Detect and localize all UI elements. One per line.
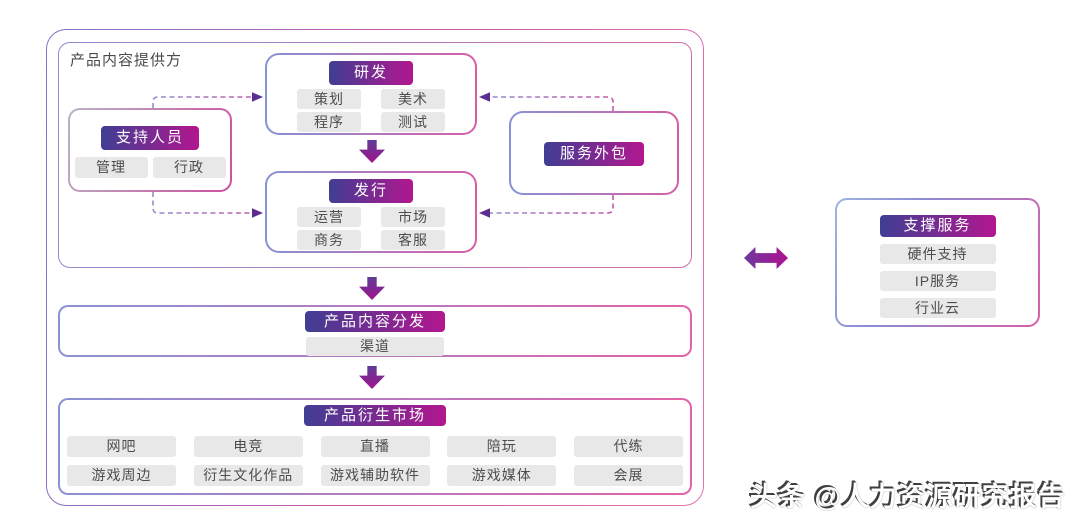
support-staff-items: 管理 行政 [70, 157, 230, 178]
derivative-item: 陪玩 [447, 436, 557, 457]
distribution-header: 产品内容分发 [305, 311, 445, 332]
rnd-item: 美术 [381, 89, 445, 109]
publishing-item: 运营 [297, 207, 361, 227]
derivative-market-header: 产品衍生市场 [304, 405, 446, 426]
rnd-items: 策划 美术 程序 测试 [267, 89, 475, 132]
derivative-item: 游戏辅助软件 [320, 465, 430, 486]
distribution-section: 产品内容分发 渠道 [58, 305, 692, 357]
derivative-item: 电竞 [193, 436, 303, 457]
publishing-header: 发行 [329, 179, 413, 203]
publishing-items: 运营 市场 商务 客服 [267, 207, 475, 250]
rnd-box: 研发 策划 美术 程序 测试 [265, 53, 477, 135]
distribution-item: 渠道 [306, 337, 444, 356]
derivative-item: 游戏媒体 [447, 465, 557, 486]
derivative-item: 直播 [320, 436, 430, 457]
support-services-item: 行业云 [879, 298, 996, 318]
derivative-item: 代练 [574, 436, 683, 457]
rnd-header: 研发 [329, 61, 413, 85]
outsourcing-box: 服务外包 [509, 111, 679, 195]
derivative-item: 会展 [574, 465, 683, 486]
derivative-item: 衍生文化作品 [193, 465, 303, 486]
publishing-item: 商务 [297, 230, 361, 250]
support-services-item: IP服务 [879, 271, 996, 291]
outsourcing-header: 服务外包 [544, 142, 644, 166]
rnd-item: 策划 [297, 89, 361, 109]
derivative-item: 网吧 [67, 436, 176, 457]
rnd-item: 测试 [381, 112, 445, 132]
support-services-item: 硬件支持 [879, 244, 996, 264]
derivative-market-section: 产品衍生市场 网吧 电竞 直播 陪玩 代练 游戏周边 衍生文化作品 游戏辅助软件… [58, 398, 692, 495]
rnd-item: 程序 [297, 112, 361, 132]
support-staff-header: 支持人员 [101, 126, 199, 150]
support-services-header: 支撑服务 [879, 215, 996, 237]
publishing-item: 市场 [381, 207, 445, 227]
support-staff-item: 行政 [152, 157, 226, 178]
provider-section-title: 产品内容提供方 [70, 52, 183, 69]
support-staff-box: 支持人员 管理 行政 [68, 108, 232, 192]
support-services-box: 支撑服务 硬件支持 IP服务 行业云 [835, 198, 1040, 327]
publishing-box: 发行 运营 市场 商务 客服 [265, 171, 477, 253]
double-arrow-icon [744, 247, 788, 269]
derivative-market-row: 游戏周边 衍生文化作品 游戏辅助软件 游戏媒体 会展 [60, 465, 690, 486]
derivative-item: 游戏周边 [67, 465, 176, 486]
publishing-item: 客服 [381, 230, 445, 250]
derivative-market-row: 网吧 电竞 直播 陪玩 代练 [60, 436, 690, 457]
support-staff-item: 管理 [74, 157, 148, 178]
watermark-text: 头条 @人力资源研究报告 [750, 482, 1066, 512]
